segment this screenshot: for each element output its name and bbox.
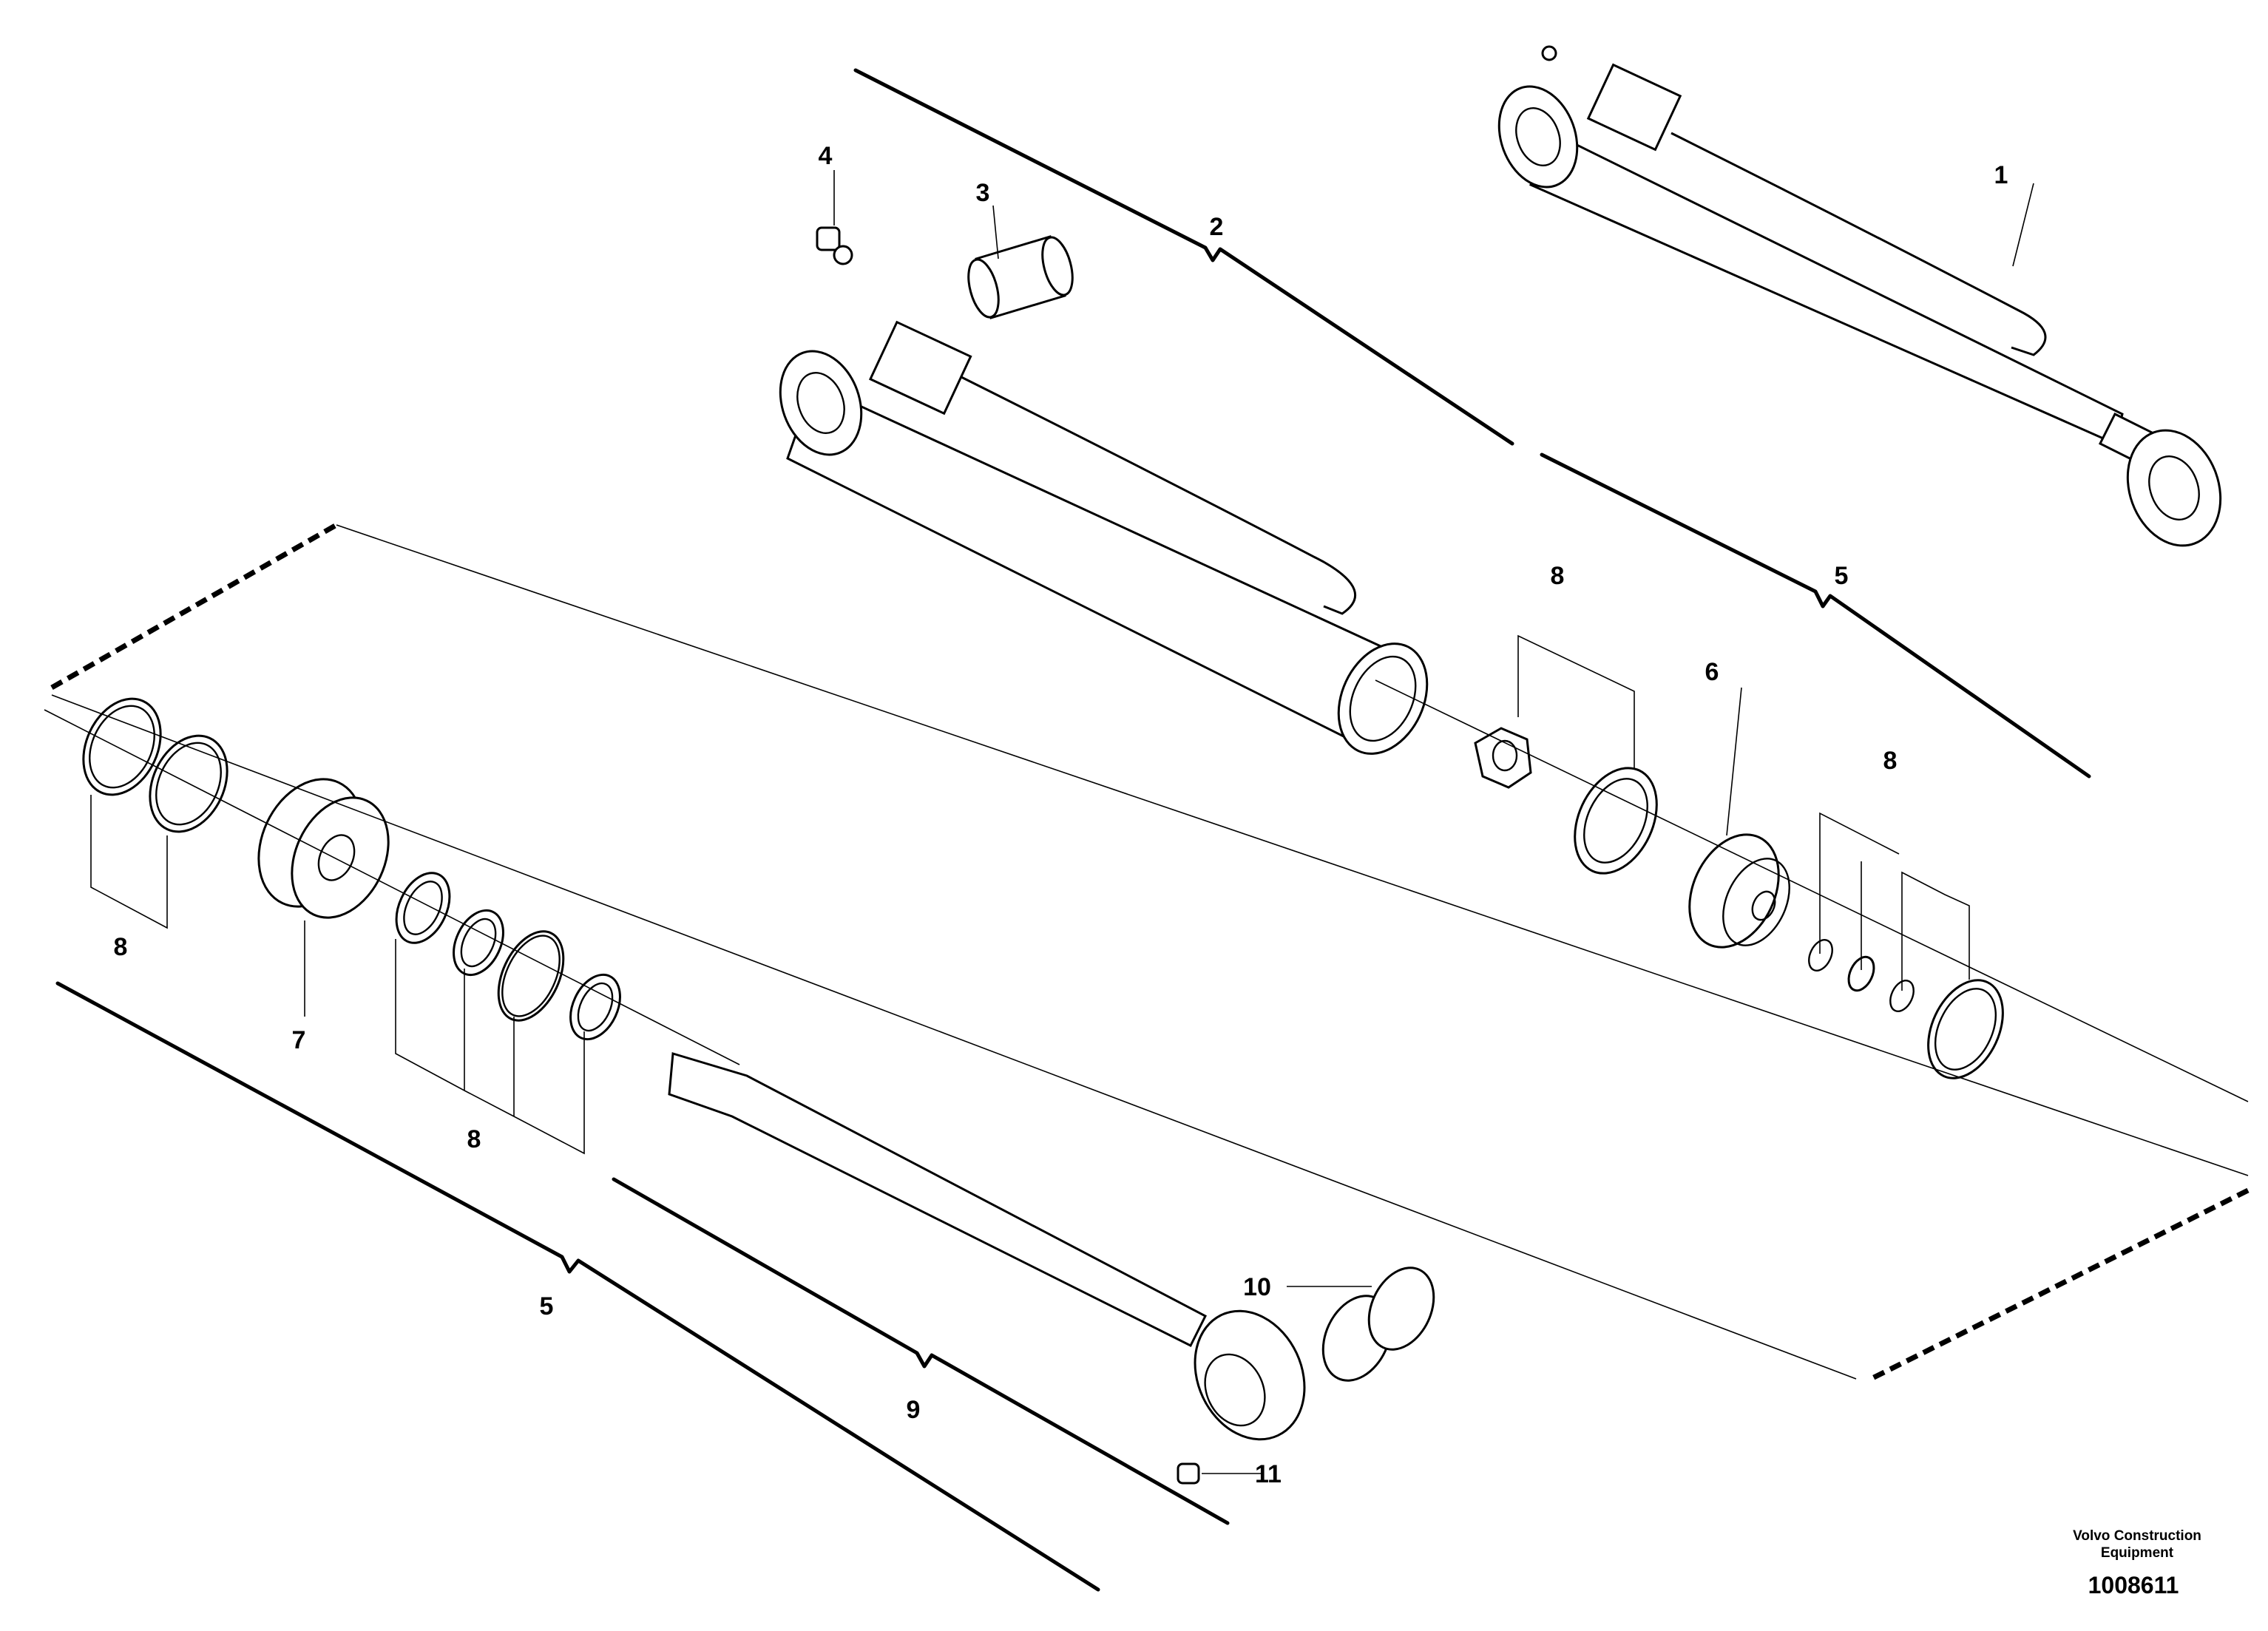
- axis-line-left: [44, 709, 740, 1065]
- brand-line-1: Volvo Construction: [2073, 1528, 2201, 1544]
- cylinder-assembly-part: [1497, 45, 2222, 547]
- leader-8-left-rings: [90, 795, 168, 929]
- piston-seal-rings-part: [1808, 939, 2004, 1079]
- kit-boundary-dashed-left: [50, 522, 338, 691]
- brace-9: [612, 1177, 1230, 1525]
- head-seals-part: [395, 872, 621, 1041]
- callout-1: 1: [1994, 161, 2008, 189]
- bushing-part: [967, 235, 1074, 319]
- brace-5-left: [55, 981, 1100, 1592]
- callout-8-left-rings: 8: [114, 933, 128, 961]
- cylinder-tube-part: [779, 320, 1429, 755]
- piston-rod-part: [668, 1052, 1306, 1441]
- document-number: 1008611: [2088, 1572, 2179, 1598]
- callout-2: 2: [1210, 213, 1224, 241]
- brand-line-2: Equipment: [2101, 1545, 2174, 1561]
- brace-2: [853, 68, 1514, 446]
- callout-8-right-top: 8: [1551, 562, 1565, 590]
- callout-11: 11: [1255, 1460, 1282, 1488]
- callout-8-right-low: 8: [1883, 747, 1898, 775]
- leader-1: [2012, 183, 2034, 267]
- kit-boundary-dashed-right: [1869, 1187, 2250, 1382]
- callout-5-right: 5: [1835, 562, 1849, 590]
- kit-boundary-solid-top: [336, 524, 2249, 1176]
- callout-8-left-seals: 8: [467, 1125, 481, 1153]
- callout-6: 6: [1705, 658, 1719, 686]
- leader-3: [992, 205, 999, 260]
- axis-line-right: [1375, 679, 2249, 1102]
- callout-5-left: 5: [540, 1292, 554, 1320]
- kit-boundary-solid-bottom: [51, 694, 1857, 1380]
- rod-grease-nipple-part: [1177, 1462, 1200, 1485]
- leader-6: [1726, 687, 1742, 836]
- leader-8-right-top: [1517, 634, 1635, 769]
- callout-9: 9: [907, 1396, 921, 1424]
- callout-10: 10: [1243, 1273, 1271, 1301]
- grease-nipple-part: [816, 226, 853, 265]
- head-seal-rings-part: [82, 697, 229, 833]
- callout-4: 4: [819, 142, 833, 170]
- nut-part: [1474, 727, 1532, 789]
- rod-bushing-part: [1321, 1267, 1435, 1382]
- callout-7: 7: [292, 1026, 306, 1054]
- callout-3: 3: [976, 179, 990, 207]
- guide-ring-part: [1574, 767, 1658, 875]
- piston-part: [1688, 833, 1790, 949]
- cylinder-head-part: [257, 778, 390, 919]
- brace-5-right: [1540, 452, 2091, 779]
- leader-8-right-low: [1819, 812, 1970, 991]
- leader-8-left-seals: [395, 939, 585, 1155]
